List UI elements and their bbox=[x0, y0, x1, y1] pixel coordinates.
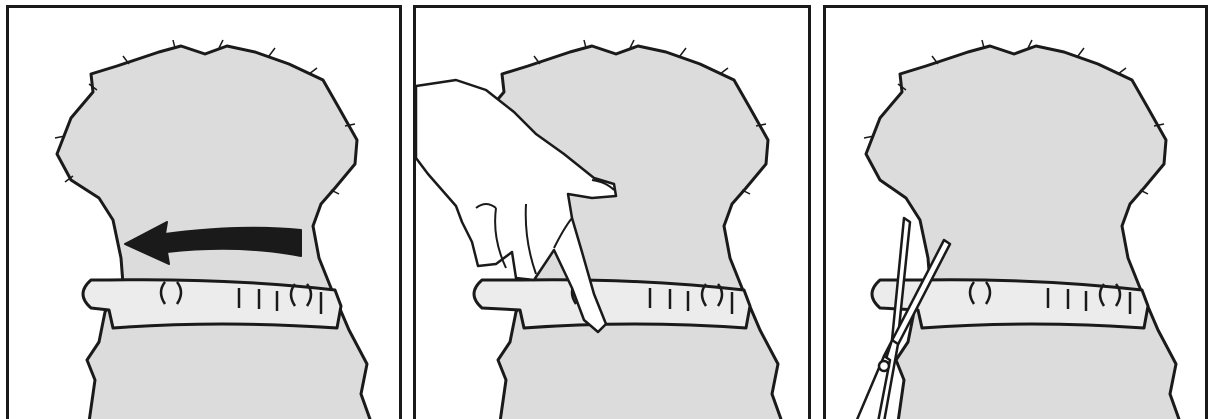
panel-step-3 bbox=[823, 5, 1208, 419]
panel-step-2 bbox=[413, 5, 811, 419]
collar bbox=[83, 280, 341, 328]
dog-neck bbox=[866, 46, 1180, 419]
step-1-illustration bbox=[9, 8, 402, 419]
panel-step-1 bbox=[6, 5, 402, 419]
step-2-illustration bbox=[416, 8, 811, 419]
step-3-illustration bbox=[826, 8, 1208, 419]
